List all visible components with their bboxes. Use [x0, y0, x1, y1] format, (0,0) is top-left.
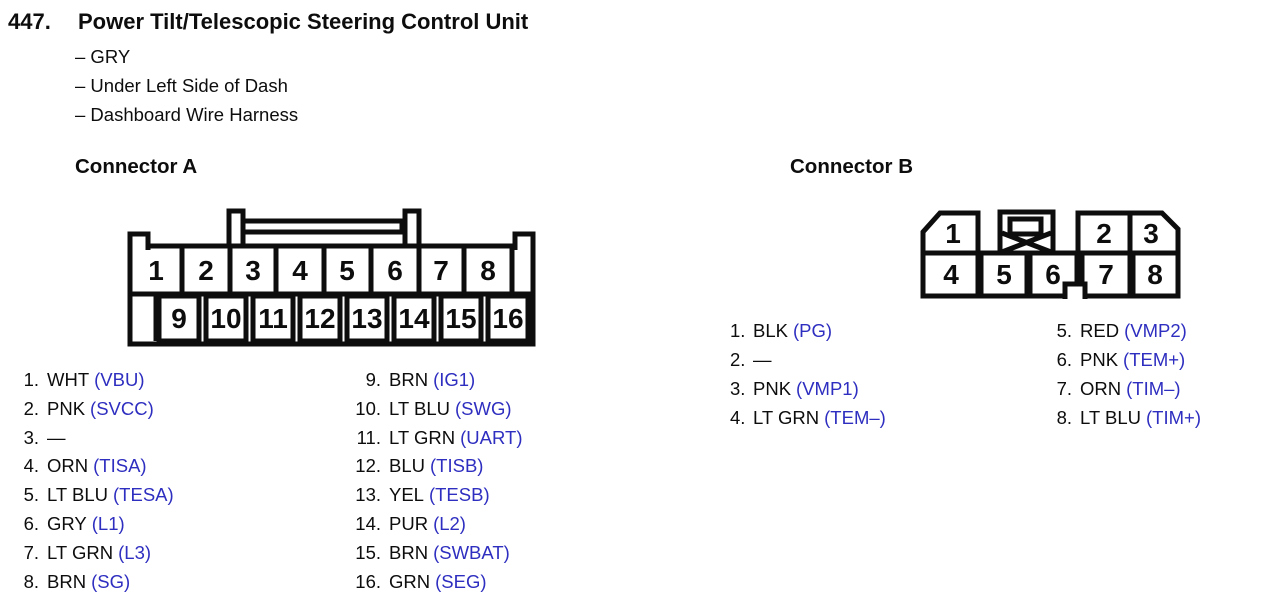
svg-text:5: 5 — [339, 255, 355, 286]
connector-b-index-notch — [1062, 281, 1088, 299]
pin-row: 5.RED(VMP2) — [1056, 320, 1187, 341]
connector-a-cell-dividers — [179, 248, 515, 294]
connector-a-left-tab — [127, 231, 151, 250]
svg-text:7: 7 — [433, 255, 449, 286]
pin-row: 6.GRY(L1) — [23, 512, 125, 534]
connector-b-diagram: 1 2 3 4 5 6 7 8 — [920, 209, 1181, 299]
svg-text:10: 10 — [210, 303, 241, 334]
connector-a-bottom-cells — [153, 293, 531, 344]
svg-text:8: 8 — [480, 255, 496, 286]
svg-text:6: 6 — [387, 255, 403, 286]
svg-text:15: 15 — [445, 303, 476, 334]
item-number: 447. — [8, 9, 51, 34]
connector-a-diagram: 1 2 3 4 5 6 7 8 9 10 11 12 13 14 15 16 — [127, 208, 536, 347]
pin-row: 14.PUR(L2) — [355, 512, 466, 534]
svg-text:6: 6 — [1045, 259, 1061, 290]
svg-text:5: 5 — [996, 259, 1012, 290]
unit-details: – GRY – Under Left Side of Dash – Dashbo… — [75, 42, 298, 129]
svg-text:12: 12 — [304, 303, 335, 334]
detail-harness: – Dashboard Wire Harness — [75, 104, 299, 125]
svg-text:8: 8 — [1147, 259, 1163, 290]
connector-b-latch — [997, 209, 1056, 256]
pin-row: 7.LT GRN(L3) — [23, 541, 152, 563]
pin-row: 2.PNK(SVCC) — [23, 397, 154, 419]
pin-row: 15.BRN(SWBAT) — [355, 541, 510, 563]
connector-b-heading: Connector B — [790, 155, 913, 178]
svg-text:1: 1 — [148, 255, 164, 286]
svg-text:4: 4 — [292, 255, 308, 286]
pin-row: 13.YEL(TESB) — [355, 484, 490, 506]
pin-row: 16.GRN(SEG) — [355, 570, 487, 592]
pin-row: 1.BLK(PG) — [730, 320, 833, 341]
pin-row: 12.BLU(TISB) — [355, 455, 484, 477]
pin-row: 11.LT GRN(UART) — [356, 426, 523, 448]
pin-row: 2.— — [730, 349, 772, 370]
svg-text:3: 3 — [245, 255, 261, 286]
connector-a-pinlist-right: 9.BRN(IG1) 10.LT BLU(SWG) 11.LT GRN(UART… — [352, 366, 523, 596]
pin-row: 10.LT BLU(SWG) — [355, 397, 512, 419]
svg-text:3: 3 — [1143, 218, 1159, 249]
pin-row: 8.BRN(SG) — [23, 570, 131, 592]
svg-text:14: 14 — [398, 303, 430, 334]
pin-row: 3.PNK(VMP1) — [730, 378, 859, 399]
pin-row: 5.LT BLU(TESA) — [23, 484, 174, 506]
connector-b-pinlist-left: 1.BLK(PG) 2.— 3.PNK(VMP1) 4.LT GRN(TEM–) — [730, 316, 886, 432]
svg-text:4: 4 — [943, 259, 959, 290]
detail-location: – Under Left Side of Dash — [75, 75, 288, 96]
svg-text:1: 1 — [945, 218, 961, 249]
detail-color: – GRY — [75, 46, 131, 67]
svg-text:16: 16 — [492, 303, 523, 334]
page-title: Power Tilt/Telescopic Steering Control U… — [78, 9, 529, 34]
pin-row: 6.PNK(TEM+) — [1056, 349, 1186, 370]
connector-b-pinlist-right: 5.RED(VMP2) 6.PNK(TEM+) 7.ORN(TIM–) 8.LT… — [1043, 316, 1201, 432]
svg-text:13: 13 — [351, 303, 382, 334]
svg-text:7: 7 — [1098, 259, 1114, 290]
pin-row: 4.LT GRN(TEM–) — [730, 407, 886, 428]
connector-a-pinlist-left: 1.WHT(VBU) 2.PNK(SVCC) 3.— 4.ORN(TISA) 5… — [18, 366, 174, 596]
svg-text:2: 2 — [198, 255, 214, 286]
pin-row: 1.WHT(VBU) — [23, 369, 145, 390]
connector-b-pin-numbers: 1 2 3 4 5 6 7 8 — [943, 218, 1163, 290]
connector-a-pin-numbers: 1 2 3 4 5 6 7 8 9 10 11 12 13 14 15 16 — [148, 255, 523, 334]
pin-row: 9.BRN(IG1) — [365, 369, 476, 390]
svg-text:9: 9 — [171, 303, 187, 334]
svg-text:11: 11 — [258, 303, 288, 334]
pin-row: 3.— — [23, 426, 66, 448]
svg-text:2: 2 — [1096, 218, 1112, 249]
connector-a-heading: Connector A — [75, 155, 198, 178]
pin-row: 8.LT BLU(TIM+) — [1056, 407, 1201, 428]
connector-a-right-tab — [512, 231, 536, 250]
connector-b-bottom-cells — [920, 250, 1181, 299]
connector-a-lock-bridge — [226, 208, 422, 251]
pin-row: 7.ORN(TIM–) — [1056, 378, 1181, 399]
connector-b-pin1-cavity — [920, 210, 981, 253]
pin-row: 4.ORN(TISA) — [23, 455, 147, 477]
